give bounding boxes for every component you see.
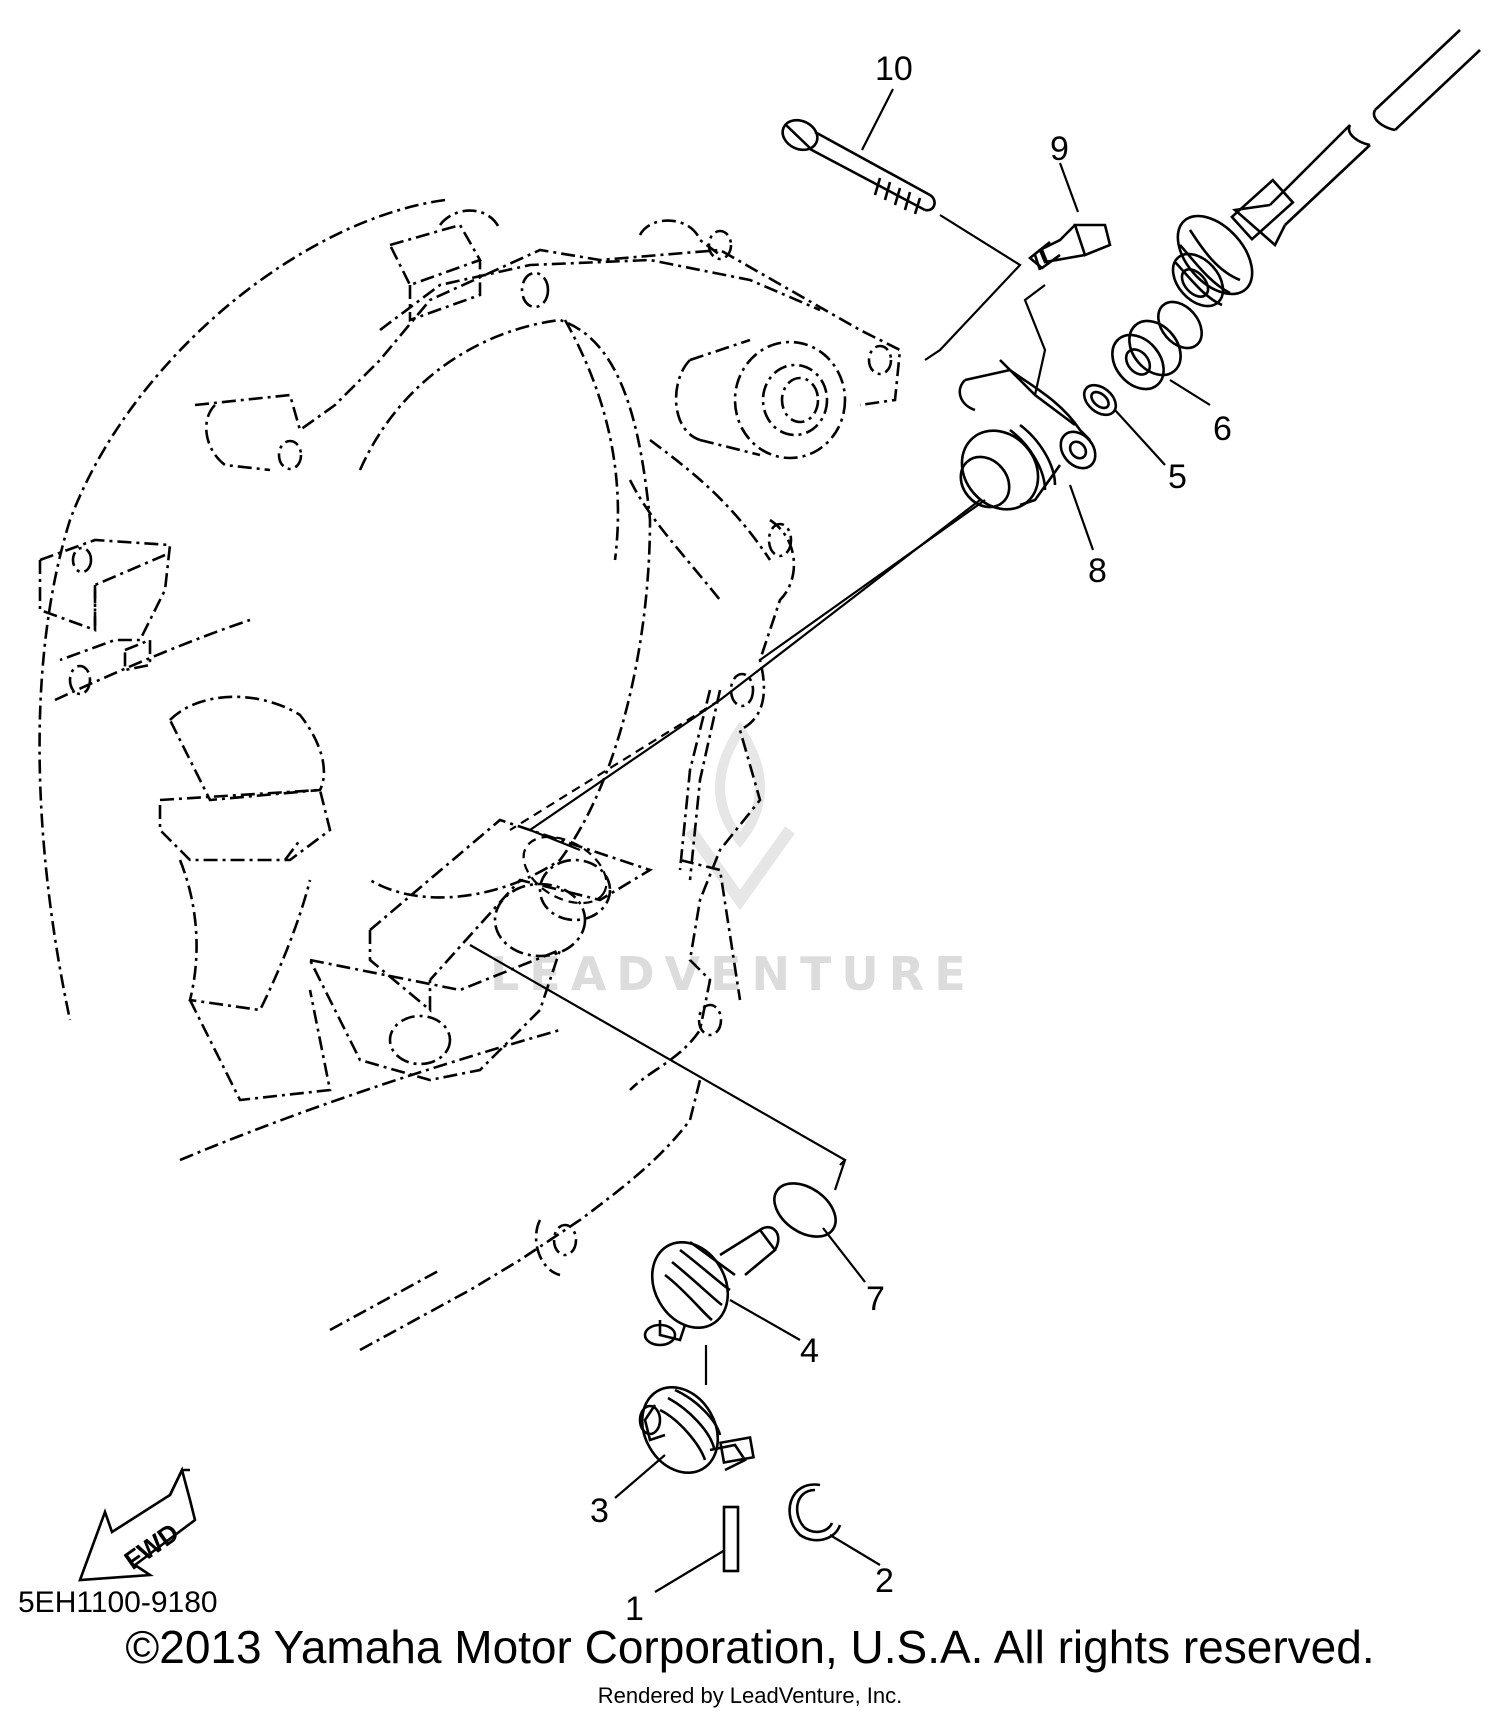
callout-9: 9 bbox=[1050, 130, 1069, 168]
copyright-text: ©2013 Yamaha Motor Corporation, U.S.A. A… bbox=[125, 1621, 1375, 1673]
part-8-gear-housing[interactable] bbox=[946, 359, 1102, 525]
callout-7: 7 bbox=[866, 1280, 885, 1318]
diagram-code: 5EH1100-9180 bbox=[18, 1586, 218, 1619]
part-1-pin[interactable] bbox=[722, 1505, 740, 1573]
part-4-driven-gear[interactable] bbox=[637, 1225, 780, 1347]
part-10-bolt[interactable] bbox=[778, 115, 936, 215]
callout-6: 6 bbox=[1213, 410, 1232, 448]
speedometer-cable bbox=[1171, 29, 1481, 308]
crankcase-cover bbox=[38, 198, 902, 1352]
part-3-drive-gear[interactable] bbox=[627, 1374, 756, 1487]
callout-2: 2 bbox=[875, 1562, 894, 1600]
callout-5: 5 bbox=[1168, 458, 1187, 496]
part-9-bolt[interactable] bbox=[1027, 223, 1112, 271]
part-5-washer[interactable] bbox=[1078, 379, 1121, 421]
part-7-o-ring[interactable] bbox=[765, 1172, 846, 1247]
fwd-arrow-icon bbox=[78, 1466, 197, 1582]
leader-lines bbox=[469, 214, 1047, 1385]
fwd-label: FWD bbox=[119, 1517, 185, 1576]
callout-10: 10 bbox=[875, 50, 913, 88]
callout-3: 3 bbox=[590, 1492, 609, 1530]
part-2-circlip[interactable] bbox=[788, 1483, 842, 1542]
callout-leaders bbox=[614, 88, 1211, 1593]
callout-1: 1 bbox=[625, 1590, 644, 1628]
part-6-bearing[interactable] bbox=[1102, 294, 1211, 400]
callout-8: 8 bbox=[1088, 552, 1107, 590]
shaft-projection bbox=[509, 699, 721, 905]
watermark-text: LEADVENTURE bbox=[490, 947, 976, 1001]
rendered-by-text: Rendered by LeadVenture, Inc. bbox=[597, 1683, 903, 1708]
callout-4: 4 bbox=[800, 1332, 819, 1370]
watermark-logo bbox=[685, 720, 795, 911]
